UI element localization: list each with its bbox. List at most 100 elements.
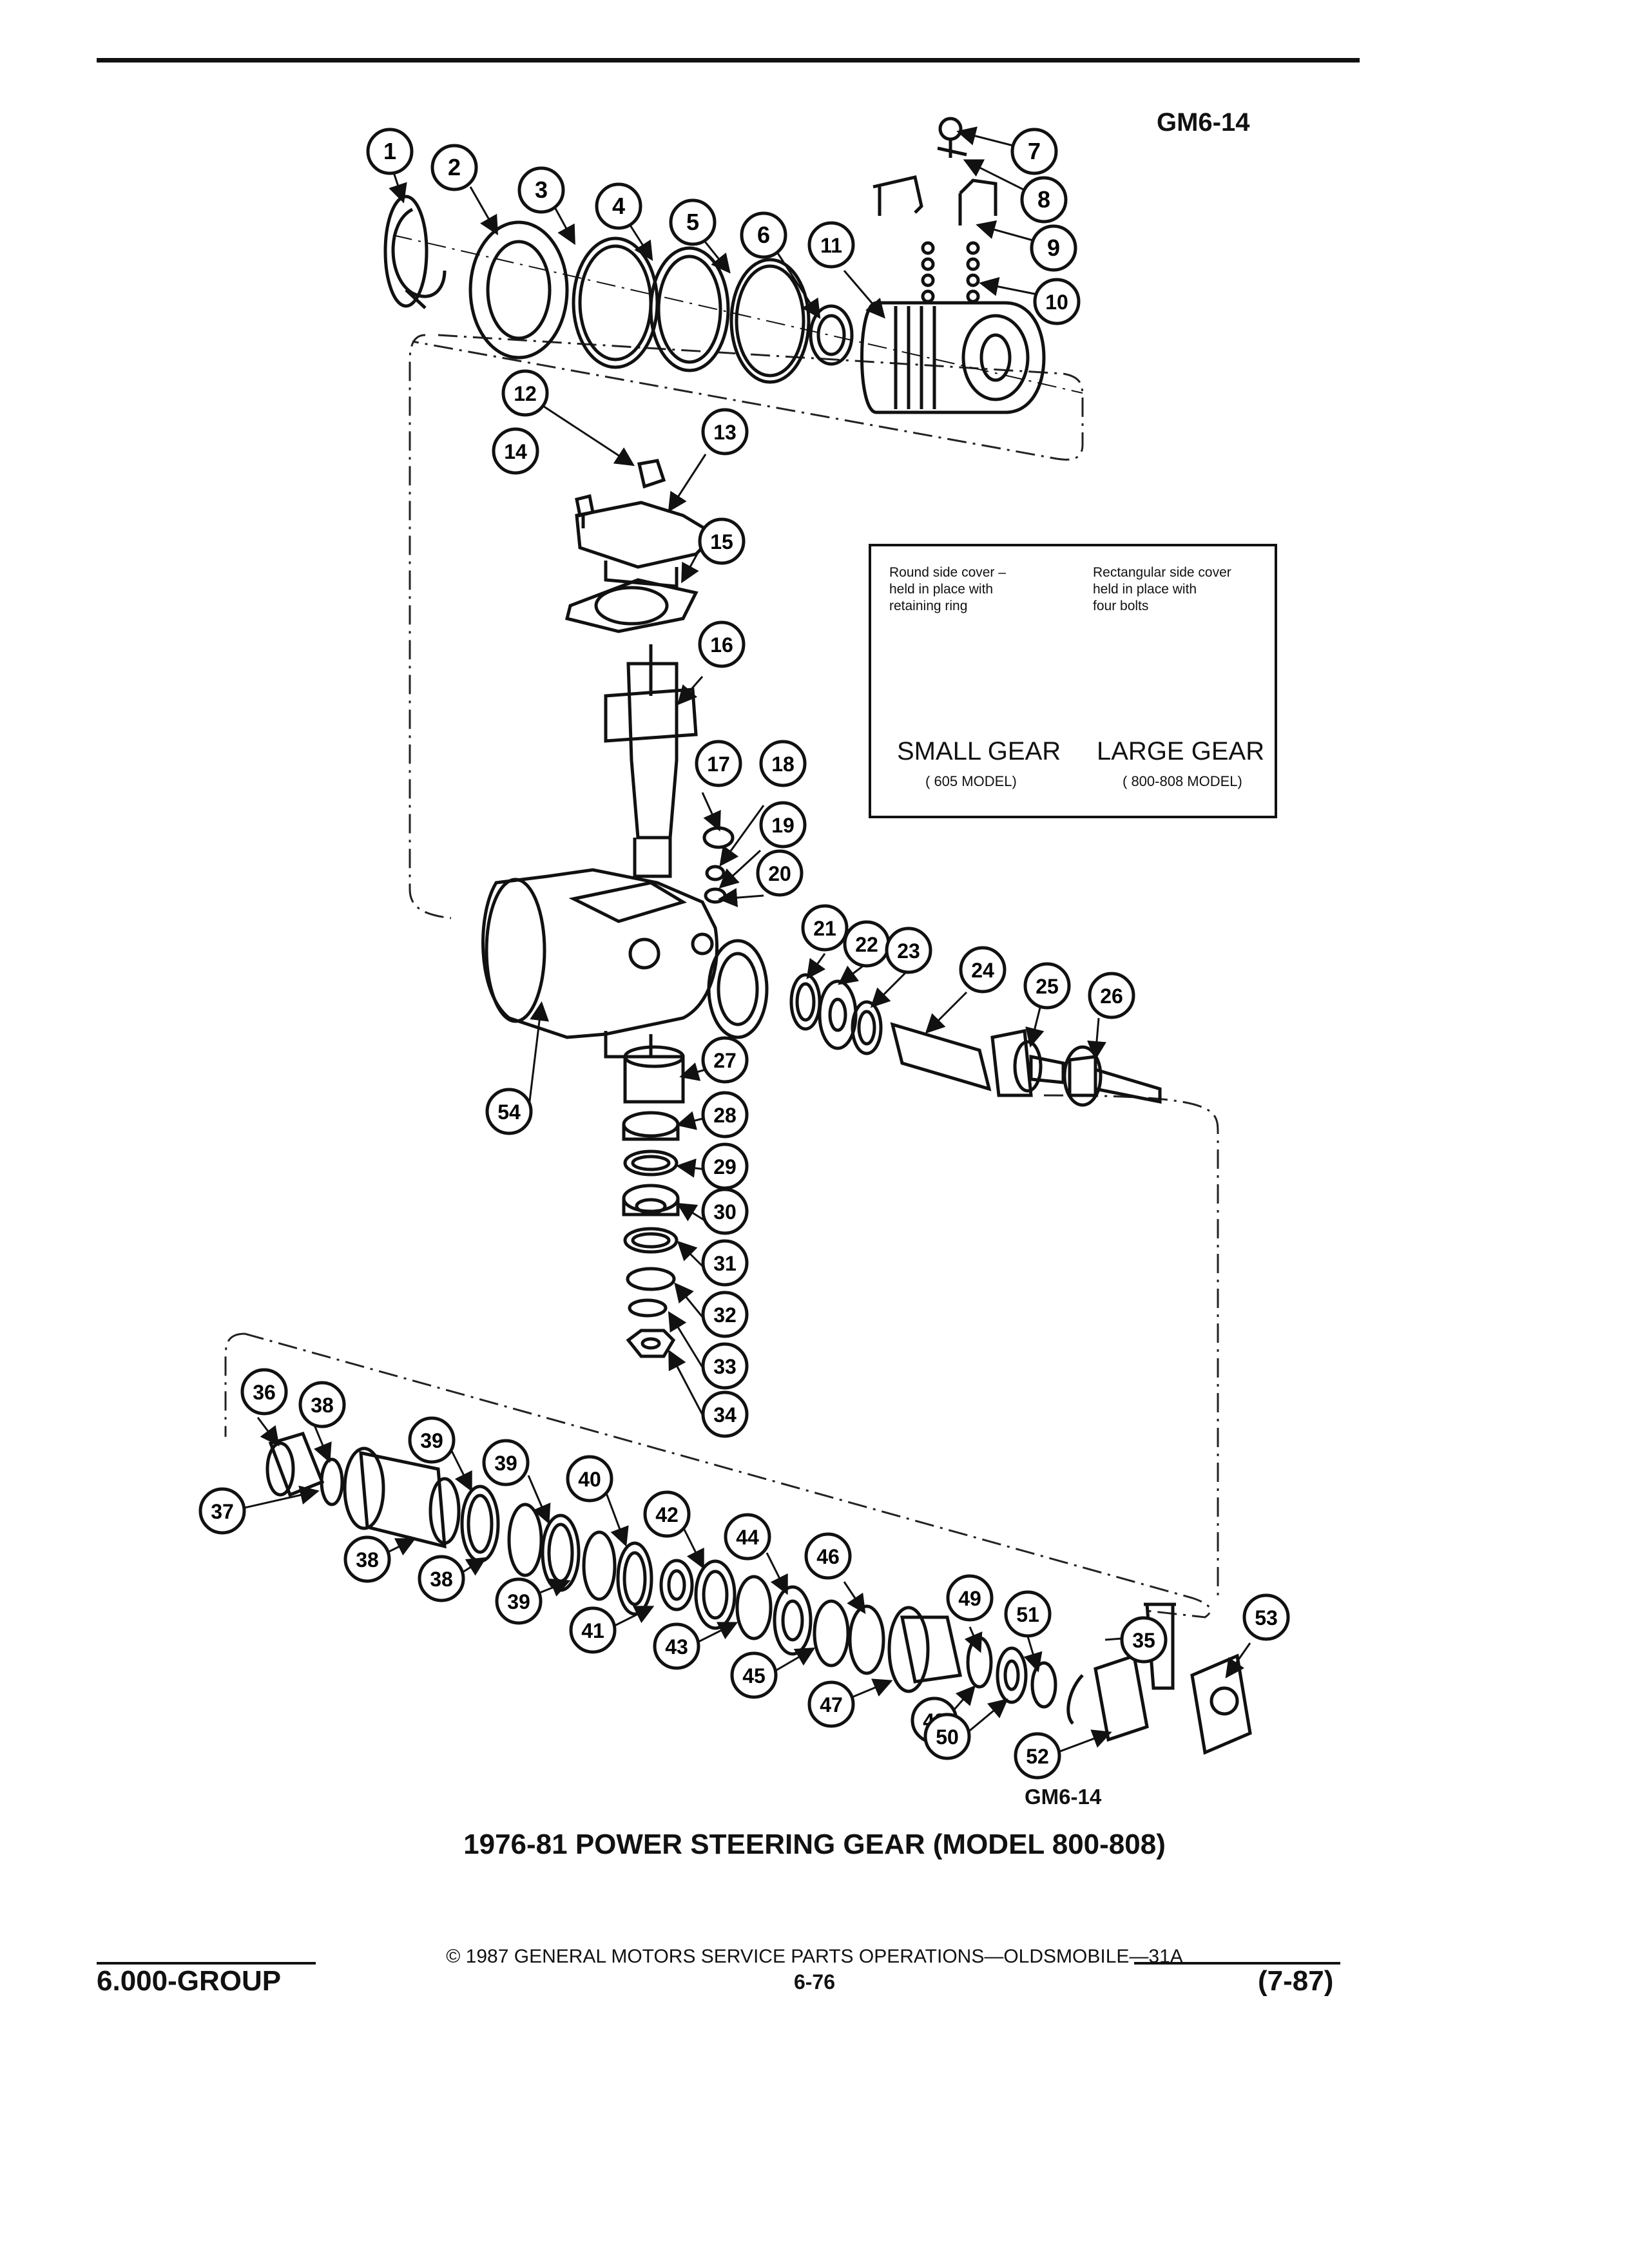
callout-label: 2 bbox=[448, 154, 461, 180]
callout-34: 34 bbox=[701, 1390, 749, 1438]
callout-51: 51 bbox=[1004, 1590, 1052, 1638]
callout-9: 9 bbox=[1030, 224, 1077, 272]
callout-circle bbox=[959, 946, 1007, 994]
callout-label: 18 bbox=[771, 753, 795, 776]
callout-label: 54 bbox=[497, 1100, 521, 1124]
callout-circle bbox=[1088, 972, 1135, 1019]
lower-bearing-stack bbox=[622, 1045, 685, 1358]
callout-circle bbox=[698, 620, 746, 668]
callout-label: 26 bbox=[1100, 985, 1123, 1008]
figure-reference-bottom: GM6-14 bbox=[1025, 1785, 1102, 1809]
callout-label: 19 bbox=[771, 814, 795, 837]
callout-circle bbox=[643, 1490, 691, 1538]
callout-circle bbox=[595, 182, 642, 230]
callout-label: 31 bbox=[713, 1252, 737, 1275]
callout-14: 14 bbox=[492, 427, 539, 475]
callout-label: 39 bbox=[507, 1590, 530, 1613]
callout-label: 40 bbox=[578, 1468, 601, 1491]
callout-label: 34 bbox=[713, 1403, 737, 1427]
callout-label: 50 bbox=[936, 1725, 959, 1749]
callout-15: 15 bbox=[698, 517, 746, 565]
callout-circle bbox=[724, 1513, 771, 1561]
callout-43: 43 bbox=[653, 1622, 700, 1670]
callout-circle bbox=[240, 1368, 288, 1416]
footer-rule-right bbox=[1134, 1962, 1340, 1965]
callout-circle bbox=[517, 166, 565, 214]
callout-circle bbox=[485, 1088, 533, 1135]
callout-32: 32 bbox=[701, 1291, 749, 1338]
header-rule bbox=[97, 58, 1360, 62]
figure-reference-top: GM6-14 bbox=[1157, 108, 1250, 137]
callout-circle bbox=[695, 740, 742, 787]
footer-group: 6.000-GROUP bbox=[97, 1965, 282, 1997]
callout-label: 43 bbox=[665, 1635, 688, 1658]
callout-circle bbox=[730, 1651, 778, 1699]
callout-label: 44 bbox=[736, 1526, 759, 1549]
footer-rule-left bbox=[97, 1962, 316, 1965]
callout-circle bbox=[408, 1416, 456, 1464]
callout-39: 39 bbox=[408, 1416, 456, 1464]
callout-label: 45 bbox=[742, 1664, 766, 1687]
callout-circle bbox=[430, 144, 478, 191]
callout-11: 11 bbox=[807, 221, 855, 269]
callout-label: 51 bbox=[1016, 1603, 1039, 1626]
callout-label: 4 bbox=[612, 193, 625, 219]
callout-circle bbox=[1120, 1616, 1168, 1664]
callout-circle bbox=[569, 1606, 617, 1654]
callout-45: 45 bbox=[730, 1651, 778, 1699]
inset-left-model: ( 605 MODEL) bbox=[925, 773, 1017, 789]
figure-caption: 1976-81 POWER STEERING GEAR (MODEL 800-8… bbox=[463, 1829, 1166, 1860]
callout-36: 36 bbox=[240, 1368, 288, 1416]
callout-circle bbox=[1014, 1732, 1061, 1780]
callout-38: 38 bbox=[298, 1381, 346, 1428]
callout-label: 8 bbox=[1037, 186, 1050, 213]
callout-20: 20 bbox=[756, 849, 804, 897]
callout-label: 46 bbox=[816, 1545, 840, 1568]
callout-54: 54 bbox=[485, 1088, 533, 1135]
callout-circle bbox=[1242, 1593, 1290, 1641]
callout-label: 27 bbox=[713, 1049, 737, 1072]
callout-42: 42 bbox=[643, 1490, 691, 1538]
valve-group-parts bbox=[383, 117, 1083, 414]
callout-circle bbox=[701, 1091, 749, 1139]
callout-circle bbox=[946, 1574, 994, 1622]
callout-label: 3 bbox=[535, 177, 548, 203]
footer-page-number: 6-76 bbox=[793, 1970, 836, 1994]
callout-label: 5 bbox=[686, 209, 699, 235]
callout-circle bbox=[1020, 176, 1068, 224]
callout-24: 24 bbox=[959, 946, 1007, 994]
callout-23: 23 bbox=[885, 927, 932, 974]
callout-circle bbox=[418, 1555, 465, 1602]
callout-39: 39 bbox=[495, 1577, 543, 1625]
callout-circle bbox=[756, 849, 804, 897]
callout-circle bbox=[885, 927, 932, 974]
inset-right-title: LARGE GEAR bbox=[1097, 737, 1265, 765]
callout-label: 23 bbox=[897, 939, 920, 963]
footer-copyright: © 1987 GENERAL MOTORS SERVICE PARTS OPER… bbox=[446, 1946, 1183, 1967]
callout-31: 31 bbox=[701, 1239, 749, 1287]
callout-label: 33 bbox=[713, 1355, 737, 1378]
callout-label: 17 bbox=[707, 753, 730, 776]
callout-circle bbox=[343, 1535, 391, 1583]
callout-label: 1 bbox=[383, 138, 396, 164]
callout-label: 29 bbox=[713, 1155, 737, 1178]
callout-16: 16 bbox=[698, 620, 746, 668]
callout-circle bbox=[701, 1187, 749, 1235]
callout-label: 38 bbox=[430, 1568, 453, 1591]
callout-circle bbox=[1033, 278, 1081, 325]
callout-label: 38 bbox=[311, 1394, 334, 1417]
footer-date: (7-87) bbox=[1258, 1965, 1334, 1997]
callout-1: 1 bbox=[366, 128, 414, 175]
callout-circle bbox=[701, 1036, 749, 1084]
callout-circle bbox=[1030, 224, 1077, 272]
callout-50: 50 bbox=[923, 1713, 971, 1760]
callout-52: 52 bbox=[1014, 1732, 1061, 1780]
callout-circle bbox=[566, 1455, 613, 1503]
callout-25: 25 bbox=[1023, 962, 1071, 1010]
leader-lines bbox=[244, 126, 1251, 1754]
callout-4: 4 bbox=[595, 182, 642, 230]
callout-18: 18 bbox=[759, 740, 807, 787]
callout-10: 10 bbox=[1033, 278, 1081, 325]
callout-7: 7 bbox=[1010, 128, 1058, 175]
